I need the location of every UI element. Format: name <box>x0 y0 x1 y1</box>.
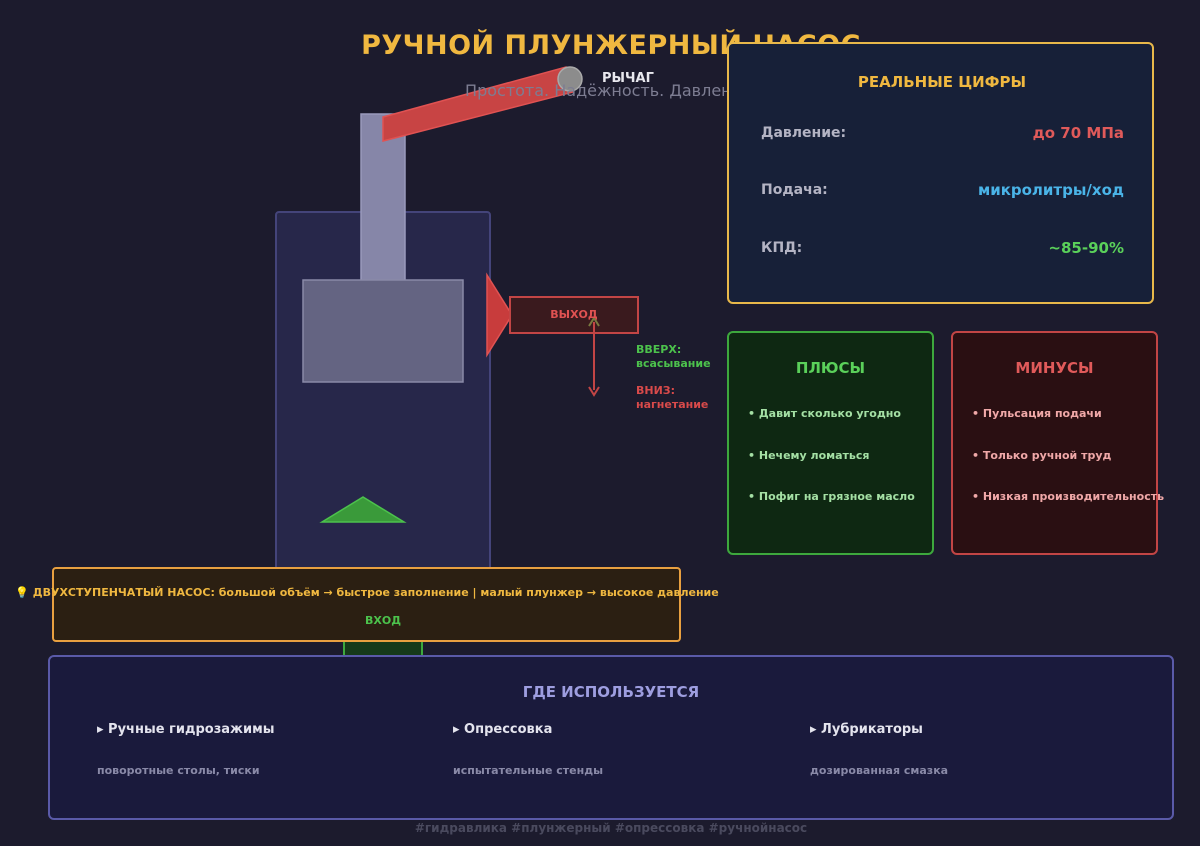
usage-item-name: ▸ Ручные гидрозажимы <box>97 722 275 737</box>
stats-panel <box>727 42 1154 304</box>
down-label: ВНИЗ: <box>636 384 676 397</box>
direction-arrow-icon <box>588 316 600 397</box>
usage-title: ГДЕ ИСПОЛЬЗУЕТСЯ <box>522 683 700 701</box>
up-label: ВВЕРХ: <box>636 343 682 356</box>
stat-value-efficiency: ~85-90% <box>1048 239 1124 257</box>
pros-panel <box>727 331 934 555</box>
plunger-icon <box>302 279 464 383</box>
outlet-label: ВЫХОД <box>550 308 598 321</box>
outlet-valve-icon <box>486 272 513 358</box>
stat-value-flow: микролитры/ход <box>977 181 1124 199</box>
stat-label-efficiency: КПД: <box>761 240 803 256</box>
pros-title: ПЛЮСЫ <box>795 359 866 377</box>
cons-item: • Только ручной труд <box>972 449 1112 462</box>
cons-panel <box>951 331 1158 555</box>
inlet-label: ВХОД <box>364 614 401 627</box>
usage-item-name: ▸ Опрессовка <box>453 722 553 737</box>
down-desc: нагнетание <box>636 398 709 411</box>
hashtags: #гидравлика #плунжерный #опрессовка #руч… <box>414 821 808 835</box>
pros-item: • Нечему ломаться <box>748 449 870 462</box>
two-stage-note-text: 💡 ДВУХСТУПЕНЧАТЫЙ НАСОС: большой объём →… <box>15 586 719 599</box>
pros-item: • Пофиг на грязное масло <box>748 490 915 503</box>
page-subtitle: Простота. Надёжность. Давление. <box>465 81 757 100</box>
check-valve-icon <box>319 496 407 523</box>
stroke-up-label: ВВЕРХ: всасывание <box>636 343 711 371</box>
piston-rod <box>360 113 406 285</box>
stroke-down-label: ВНИЗ: нагнетание <box>636 384 708 412</box>
lever-label: РЫЧАГ <box>602 71 654 86</box>
usage-item-desc: дозированная смазка <box>810 764 949 777</box>
stat-value-pressure: до 70 МПа <box>1032 124 1124 142</box>
usage-item-desc: испытательные стенды <box>453 764 604 777</box>
usage-panel <box>48 655 1174 820</box>
two-stage-note <box>52 567 681 642</box>
up-desc: всасывание <box>636 357 711 370</box>
stat-label-pressure: Давление: <box>761 125 847 141</box>
stat-label-flow: Подача: <box>761 182 828 198</box>
usage-item-desc: поворотные столы, тиски <box>97 764 260 777</box>
lever-pivot <box>557 66 583 92</box>
outlet-pipe <box>509 296 639 334</box>
stats-title: РЕАЛЬНЫЕ ЦИФРЫ <box>857 73 1027 91</box>
usage-item-name: ▸ Лубрикаторы <box>810 722 923 737</box>
cons-item: • Пульсация подачи <box>972 407 1102 420</box>
cons-item: • Низкая производительность <box>972 490 1165 503</box>
cons-title: МИНУСЫ <box>1015 359 1094 377</box>
pros-item: • Давит сколько угодно <box>748 407 901 420</box>
lever-icon <box>382 66 574 142</box>
